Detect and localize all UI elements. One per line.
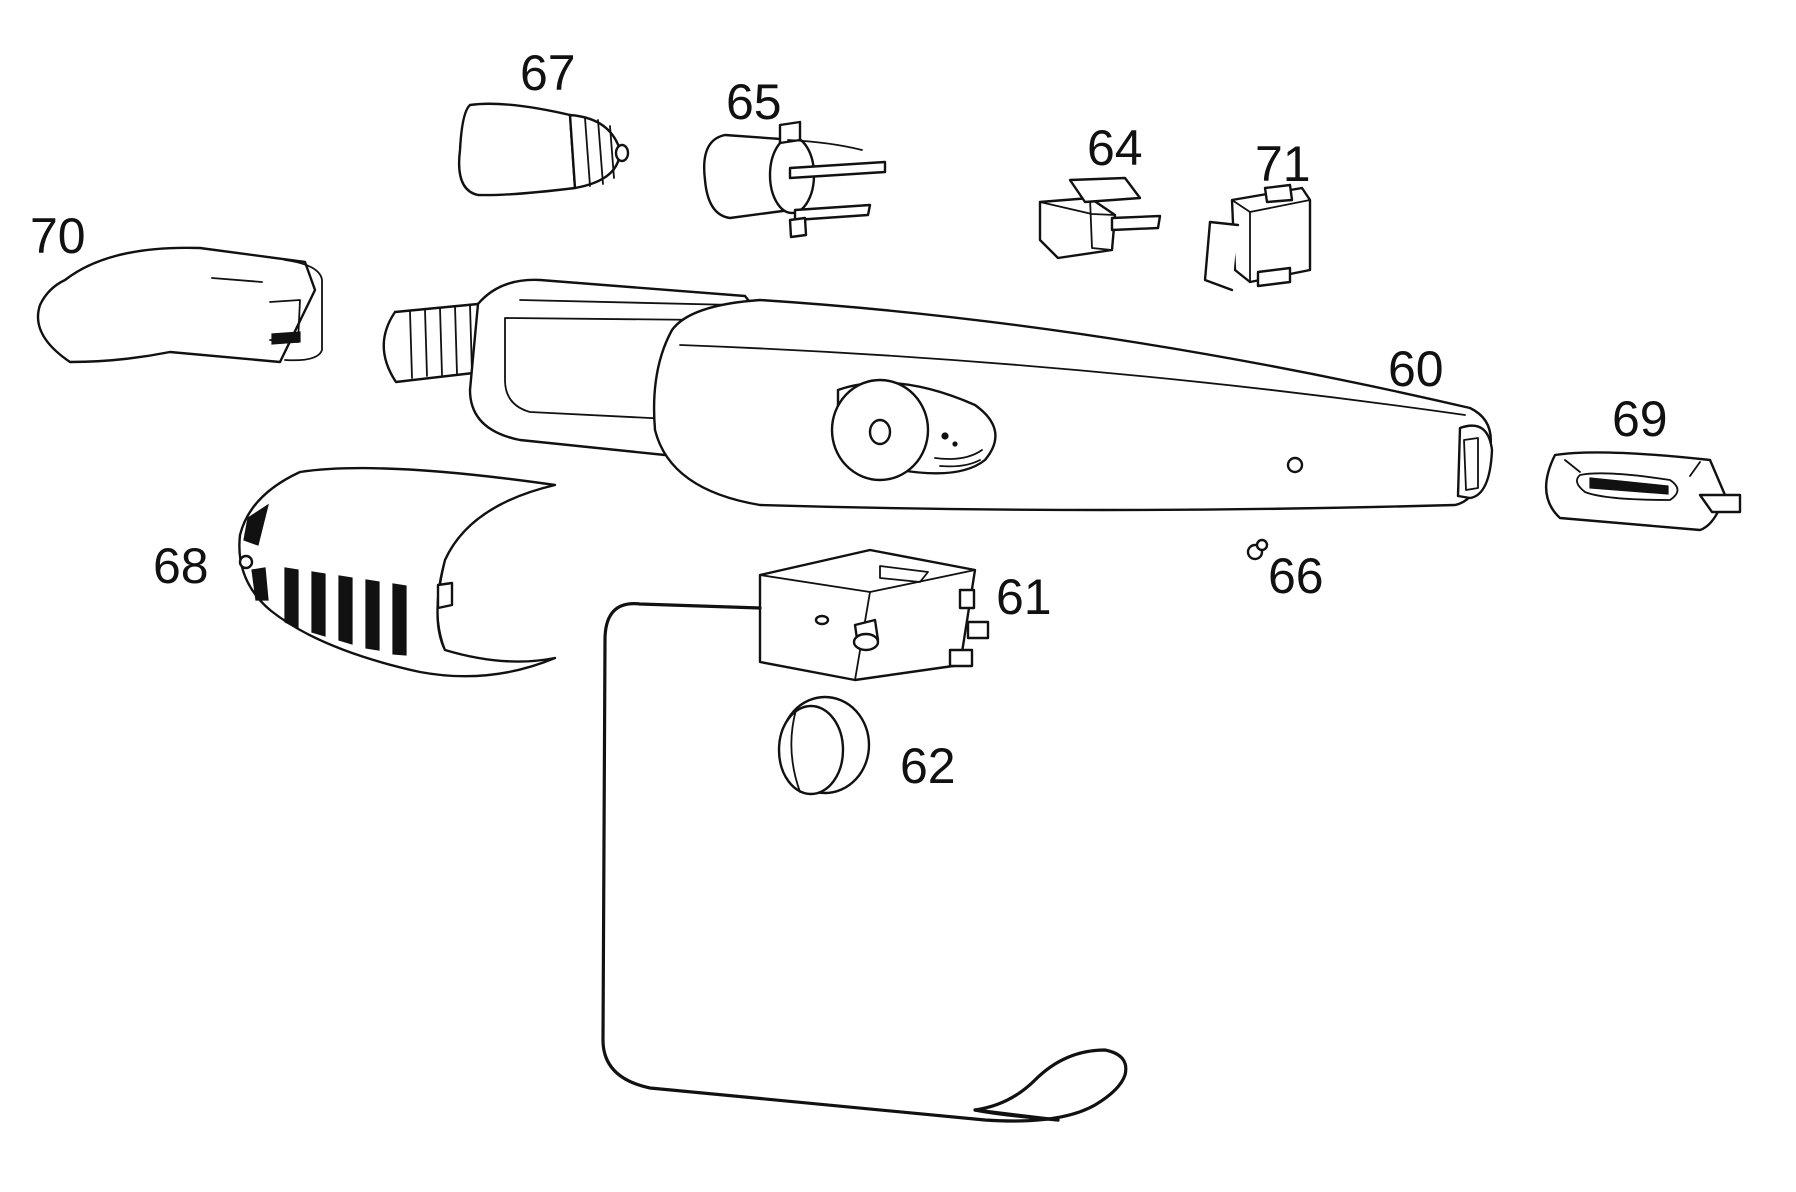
callout-61: 61 (996, 569, 1052, 625)
part-62-knob (777, 695, 871, 796)
callout-69: 69 (1612, 391, 1668, 447)
callout-68: 68 (153, 538, 209, 594)
part-69-lens-cap (1544, 451, 1742, 532)
part-68-vented-cover (238, 466, 557, 678)
callout-62: 62 (900, 738, 956, 794)
callout-65: 65 (726, 74, 782, 130)
callout-66: 66 (1268, 548, 1324, 604)
callout-64: 64 (1087, 120, 1143, 176)
part-67-lamp-bulb (457, 102, 630, 197)
part-64-switch (1038, 176, 1162, 260)
callout-67: 67 (520, 45, 576, 101)
capillary-tube (601, 602, 1128, 1123)
part-61-thermostat (758, 548, 990, 682)
part-60-housing (382, 278, 1494, 512)
part-70-end-cover (36, 246, 323, 364)
callout-70: 70 (30, 208, 86, 264)
callout-60: 60 (1388, 341, 1444, 397)
part-71-bracket (1203, 183, 1312, 292)
part-66-screw (1246, 538, 1269, 561)
callout-71: 71 (1255, 136, 1311, 192)
capillary-tube-end (973, 1108, 1060, 1122)
part-65-lamp-holder (703, 120, 887, 239)
